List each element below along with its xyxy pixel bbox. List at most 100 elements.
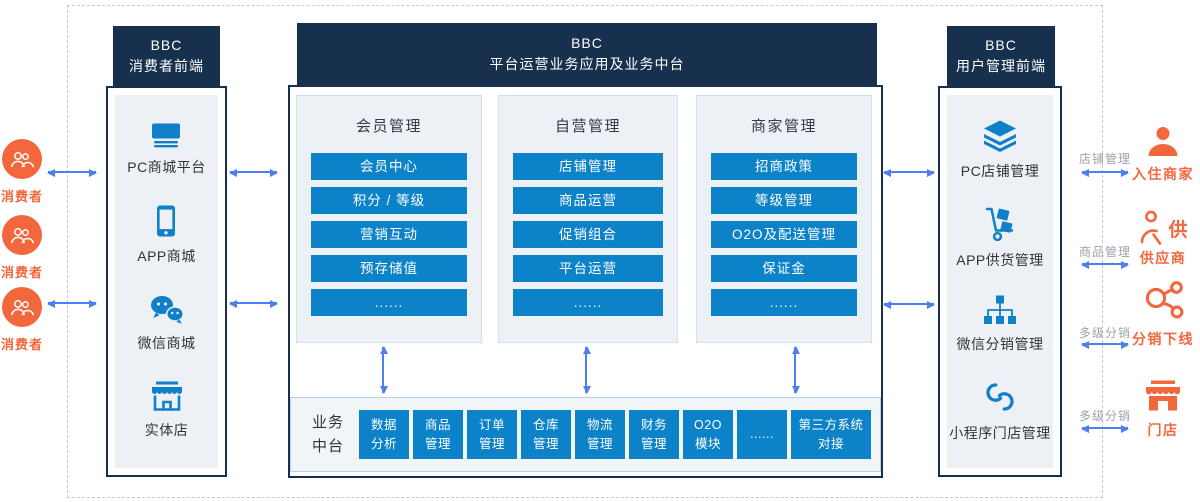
midplatform-module: 订单 管理: [467, 410, 517, 459]
module-button: 会员中心: [311, 153, 467, 180]
module-button: 促销组合: [513, 221, 663, 248]
consumers-icon: [11, 299, 34, 315]
header-line1: BBC: [571, 35, 603, 51]
consumer-label: 消费者: [1, 265, 44, 280]
frontend-item: APP商城: [137, 205, 196, 266]
header-line2: 平台运营业务应用及业务中台: [489, 56, 685, 72]
arrow-userfrontend-merchant: [1081, 169, 1129, 177]
consumer-frontend-items: PC商城平台 APP商城: [115, 95, 218, 468]
midplatform-modules: 数据 分析 商品 管理 订单 管理 仓库 管理 物流 管理: [359, 410, 871, 459]
supplier-icon: [1141, 210, 1162, 245]
consumer-frontend-header: BBC 消费者前端: [113, 26, 220, 86]
frontend-item-label: 实体店: [144, 421, 189, 438]
arrow-userfrontend-distributor: [1081, 341, 1129, 349]
platform-header: BBC 平台运营业务应用及业务中台: [297, 23, 877, 85]
module-line2: 管理: [478, 436, 505, 451]
partner-distributor: 分销下线: [1126, 280, 1200, 349]
module-line1: 物流: [586, 417, 613, 432]
arrow-consumer-frontend-2: [47, 300, 97, 308]
supplier-icon-char: 供: [1168, 219, 1188, 241]
consumer-actor: 消费者: [1, 287, 43, 353]
frontend-item-label: APP供货管理: [956, 251, 1044, 268]
merchant-management-panel: 商家管理 招商政策 等级管理 O2O及配送管理 保证金 ......: [696, 95, 872, 343]
module-button: ......: [311, 289, 467, 316]
consumers-icon: [11, 151, 34, 167]
button-stack: 店铺管理 商品运营 促销组合 平台运营 ......: [513, 153, 663, 316]
module-button: 商品运营: [513, 187, 663, 214]
arrow-merchant-midplatform: [792, 346, 800, 394]
module-line1: ......: [750, 427, 774, 442]
panel-title: 会员管理: [355, 118, 422, 135]
module-line2: 管理: [586, 436, 613, 451]
business-midplatform-bar: 业务 中台 数据 分析 商品 管理 订单 管理 仓库 管理: [290, 397, 881, 472]
frontend-item: 实体店: [145, 381, 189, 440]
arrow-selfop-midplatform: [583, 346, 591, 394]
partner-name: 门店: [1147, 422, 1179, 438]
arrow-frontend-platform-1: [229, 169, 278, 177]
partner-merchant: 入住商家: [1126, 126, 1200, 184]
module-line2: 分析: [370, 436, 397, 451]
header-line1: BBC: [150, 37, 183, 53]
connection-label: 多级分销: [1078, 326, 1131, 340]
module-button: 店铺管理: [513, 153, 663, 180]
module-button: 预存储值: [311, 255, 467, 282]
midplatform-label: 业务 中台: [301, 411, 355, 458]
module-button: 营销互动: [311, 221, 467, 248]
frontend-item: PC商城平台: [127, 123, 205, 177]
consumer-actor: 消费者: [1, 139, 43, 205]
arrow-member-midplatform: [380, 346, 388, 394]
module-button: 积分 / 等级: [311, 187, 467, 214]
module-button: 保证金: [711, 255, 857, 282]
arrow-consumer-frontend-1: [47, 169, 97, 177]
partner-name: 入住商家: [1132, 166, 1194, 182]
module-line1: 财务: [640, 417, 667, 432]
consumer-actor: 消费者: [1, 215, 43, 281]
frontend-item-label: 微信分销管理: [956, 336, 1044, 353]
consumer-frontend-panel: PC商城平台 APP商城: [106, 86, 227, 477]
frontend-item-label: PC店铺管理: [960, 163, 1040, 180]
merchant-icon: [1148, 127, 1178, 156]
connection-label: 商品管理: [1078, 245, 1131, 259]
module-line1: O2O: [694, 417, 722, 432]
layers-icon: [983, 120, 1016, 153]
user-frontend-header: BBC 用户管理前端: [947, 26, 1055, 86]
module-line2: 管理: [424, 436, 451, 451]
partner-name: 分销下线: [1132, 331, 1194, 347]
storefront-icon: [151, 381, 182, 411]
connection-label: 多级分销: [1078, 409, 1131, 423]
sitemap-icon: [984, 295, 1016, 325]
supplier-icon-row: 供: [1138, 210, 1188, 246]
arrow-userfrontend-supplier: [1081, 261, 1129, 269]
midplatform-module: O2O 模块: [683, 410, 733, 459]
member-management-panel: 会员管理 会员中心 积分 / 等级 营销互动 预存储值 ......: [296, 95, 482, 343]
header-line2: 消费者前端: [129, 58, 204, 74]
module-line1: 仓库: [532, 417, 559, 432]
midplatform-module: 物流 管理: [575, 410, 625, 459]
platform-panel: 会员管理 会员中心 积分 / 等级 营销互动 预存储值 ...... 自营管理 …: [288, 85, 883, 478]
module-button: 等级管理: [711, 187, 857, 214]
handtruck-icon: [985, 207, 1014, 241]
arrow-platform-userfrontend-2: [883, 301, 935, 309]
module-button: 招商政策: [711, 153, 857, 180]
module-line1: 订单: [478, 417, 505, 432]
button-stack: 招商政策 等级管理 O2O及配送管理 保证金 ......: [711, 153, 857, 316]
module-button: O2O及配送管理: [711, 221, 857, 248]
self-operation-panel: 自营管理 店铺管理 商品运营 促销组合 平台运营 ......: [498, 95, 678, 343]
frontend-item: 微信分销管理: [957, 295, 1044, 354]
frontend-item-label: PC商城平台: [127, 159, 206, 176]
midplatform-module: 数据 分析: [359, 410, 409, 459]
user-frontend-panel: PC店铺管理 APP供货管理: [938, 86, 1062, 477]
module-line1: 商品: [424, 417, 451, 432]
partner-name: 供应商: [1139, 250, 1187, 266]
module-line1: 第三方系统: [798, 417, 864, 432]
frontend-item: APP供货管理: [956, 207, 1044, 270]
consumer-label: 消费者: [1, 337, 44, 352]
connection-label: 店铺管理: [1078, 152, 1131, 166]
button-stack: 会员中心 积分 / 等级 营销互动 预存储值 ......: [311, 153, 467, 316]
midplatform-module: 商品 管理: [413, 410, 463, 459]
module-line2: 模块: [694, 436, 721, 451]
arrow-platform-userfrontend-1: [883, 169, 935, 177]
store-icon: [1146, 380, 1180, 411]
frontend-item-label: 小程序门店管理: [949, 424, 1051, 441]
